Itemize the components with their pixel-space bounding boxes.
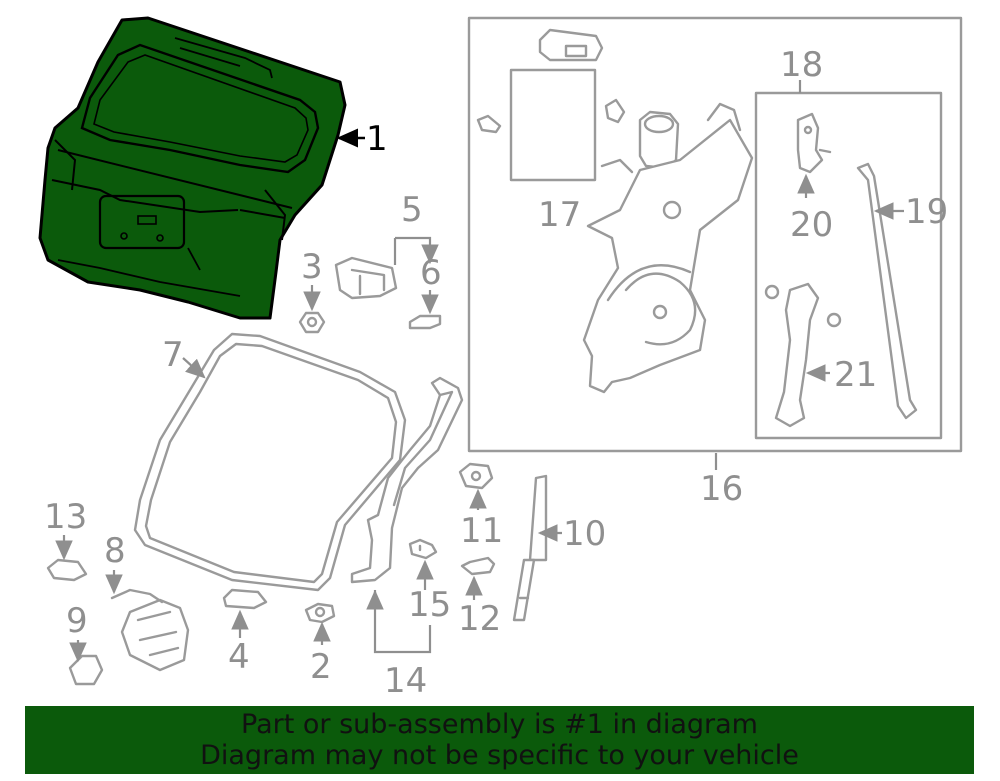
callout-6: 6 [420,253,442,293]
weatherstrip-part-7[interactable] [133,332,407,592]
clip-part-9[interactable] [68,654,104,686]
liftgate-part-1[interactable] [38,16,347,320]
latch-part-8[interactable] [110,588,190,672]
callout-2: 2 [310,647,332,687]
rod-part-19[interactable] [856,162,918,420]
callout-8: 8 [104,531,126,571]
callout-3: 3 [301,247,323,287]
notice-line-2: Diagram may not be specific to your vehi… [200,740,799,771]
callout-9: 9 [66,601,88,641]
callout-18: 18 [780,45,823,85]
bolt-part-15[interactable] [408,538,438,560]
stud-part-12[interactable] [460,556,496,576]
callout-16: 16 [700,469,743,509]
callout-14: 14 [384,661,427,701]
callout-21: 21 [834,355,877,395]
trim-part-14[interactable] [350,376,464,584]
callout-7: 7 [162,335,184,375]
clip-part-4[interactable] [222,588,268,610]
clip-part-13[interactable] [46,558,88,582]
callout-20: 20 [790,205,833,245]
callout-13: 13 [44,497,87,537]
plate-part-11[interactable] [458,462,494,490]
strut-kit-box-18[interactable] [754,91,943,440]
nut-part-3[interactable] [298,311,326,334]
bumper-part-2[interactable] [304,602,336,624]
arm-part-21[interactable] [764,282,842,428]
bracket-part-5[interactable] [334,256,398,300]
callout-17: 17 [538,195,581,235]
callout-1: 1 [366,119,388,159]
callout-12: 12 [458,599,501,639]
callout-5: 5 [401,190,423,230]
callout-4: 4 [228,637,250,677]
strut-part-10[interactable] [512,474,548,622]
callout-19: 19 [905,192,948,232]
callout-10: 10 [563,514,606,554]
bracket-part-20[interactable] [796,112,832,174]
power-liftgate-assembly-16[interactable] [467,16,963,453]
callout-15: 15 [408,585,451,625]
pad-part-6[interactable] [408,314,442,330]
notice-line-1: Part or sub-assembly is #1 in diagram [241,709,758,740]
notice-banner: Part or sub-assembly is #1 in diagram Di… [25,706,974,774]
callout-11: 11 [460,511,503,551]
